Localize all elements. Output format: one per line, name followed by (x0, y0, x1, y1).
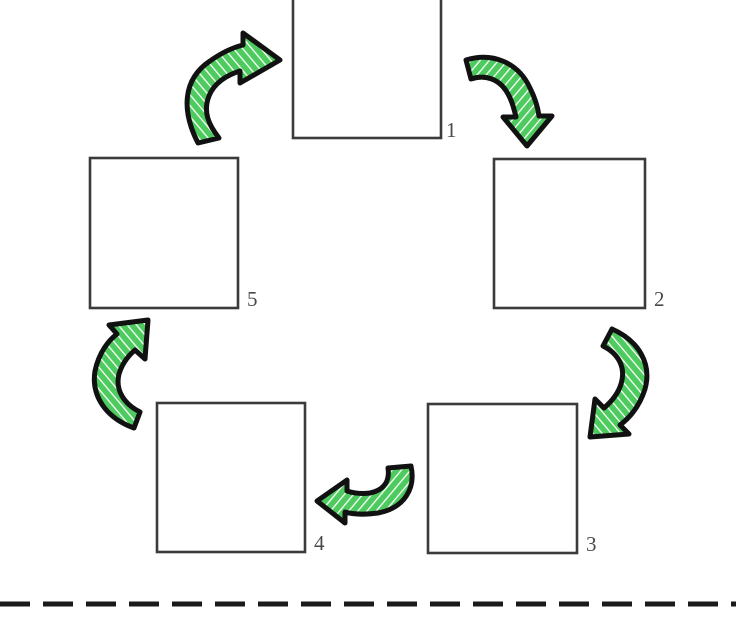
box-3-label: 3 (586, 532, 597, 556)
box-2 (492, 157, 647, 310)
arrow-5-to-1 (184, 30, 283, 146)
box-5-label: 5 (247, 287, 258, 311)
box-4-label: 4 (314, 531, 325, 555)
arrow-4-to-5 (91, 317, 151, 431)
box-1-label: 1 (446, 118, 457, 142)
box-4 (155, 401, 307, 554)
arrow-2-to-3 (587, 326, 650, 440)
box-2-label: 2 (654, 287, 665, 311)
box-5 (88, 156, 240, 310)
arrow-3-to-4 (314, 463, 415, 526)
arrow-1-to-2 (463, 54, 555, 149)
box-3 (426, 402, 579, 555)
box-1 (291, 0, 443, 140)
